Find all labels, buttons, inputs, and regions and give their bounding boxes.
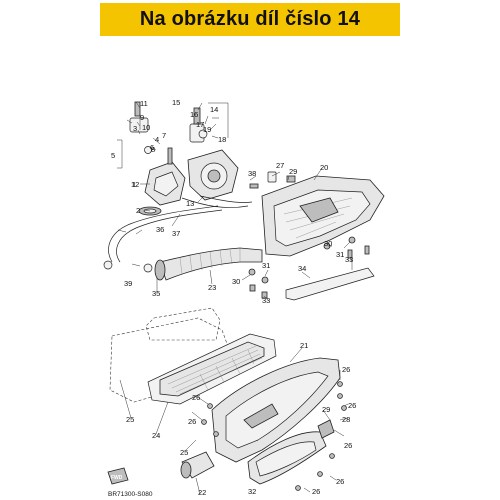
callout-25: 25 <box>126 415 134 424</box>
callout-38: 38 <box>248 169 256 178</box>
callout-7: 7 <box>162 131 166 140</box>
air-cleaner-case <box>261 171 385 259</box>
callout-24: 24 <box>152 431 160 440</box>
air-cleaner-cover <box>211 357 341 463</box>
callout-16: 16 <box>190 110 198 119</box>
drawing-code: BR71300-S080 <box>108 491 153 498</box>
callout-36: 36 <box>156 225 164 234</box>
callout-2: 2 <box>136 206 140 215</box>
throttle-body-assembly <box>103 101 259 270</box>
fwd-label: FWD <box>111 475 123 481</box>
side-strip <box>248 267 375 301</box>
callout-20: 20 <box>320 163 328 172</box>
callout-31a: 31 <box>336 250 344 259</box>
callout-17: 17 <box>196 120 204 129</box>
callout-25b: 25 <box>180 448 188 457</box>
callout-9: 9 <box>140 113 144 122</box>
callout-1: 1 <box>132 180 136 189</box>
callout-23: 23 <box>208 283 216 292</box>
callout-15: 15 <box>172 98 180 107</box>
callout-26a: 26 <box>342 365 350 374</box>
intake-duct <box>143 247 263 281</box>
callout-31b: 31 <box>262 261 270 270</box>
callout-32: 32 <box>248 487 256 496</box>
callout-12: 12 <box>131 180 139 189</box>
callout-26b: 26 <box>348 401 356 410</box>
callout-8: 8 <box>151 145 155 154</box>
callout-33a: 33 <box>345 255 353 264</box>
callout-33b: 33 <box>262 296 270 305</box>
callout-11: 11 <box>140 99 148 108</box>
callout-29b: 29 <box>322 405 330 414</box>
callout-35: 35 <box>152 289 160 298</box>
fwd-marker: FWD <box>107 467 129 485</box>
callout-39: 39 <box>124 279 132 288</box>
callout-30a: 30 <box>324 239 332 248</box>
callout-6: 6 <box>150 143 154 152</box>
callout-27: 27 <box>276 161 284 170</box>
callout-30b: 30 <box>232 277 240 286</box>
callout-4: 4 <box>155 135 159 144</box>
callout-10: 10 <box>142 123 150 132</box>
air-filter-element <box>147 333 277 405</box>
callout-5: 5 <box>111 151 115 160</box>
callout-13: 13 <box>186 199 194 208</box>
callout-19: 19 <box>203 125 211 134</box>
callout-28: 28 <box>342 415 350 424</box>
callout-18: 18 <box>218 135 226 144</box>
callout-26d: 26 <box>188 417 196 426</box>
callout-21: 21 <box>300 341 308 350</box>
callout-34: 34 <box>298 264 306 273</box>
callout-26g: 26 <box>312 487 320 496</box>
leader-lines <box>117 101 353 495</box>
screws <box>201 381 347 491</box>
funnel-joint <box>180 419 335 479</box>
callout-37: 37 <box>172 229 180 238</box>
callout-22: 22 <box>198 488 206 497</box>
callout-29a: 29 <box>289 167 297 176</box>
callout-14: 14 <box>210 105 218 114</box>
callout-26e: 26 <box>344 441 352 450</box>
callout-3: 3 <box>133 124 137 133</box>
callout-labels: 1 2 3 4 5 6 7 8 9 10 11 12 13 14 15 16 1… <box>108 98 356 498</box>
cover-lower <box>247 431 327 485</box>
header-banner: Na obrázku díl číslo 14 <box>100 3 400 36</box>
page-title: Na obrázku díl číslo 14 <box>139 8 361 30</box>
callout-26f: 26 <box>336 477 344 486</box>
callout-26c: 26 <box>192 393 200 402</box>
